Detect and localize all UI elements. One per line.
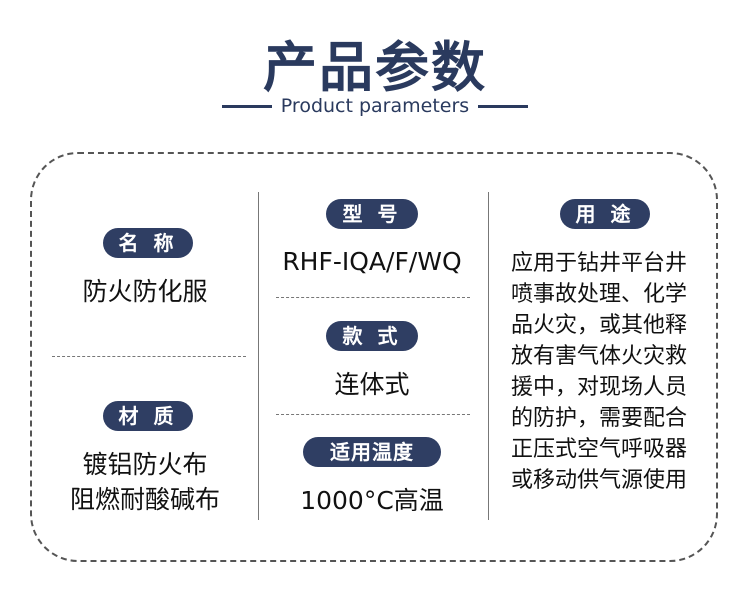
column-divider-right — [488, 192, 489, 520]
page-title: 产品参数 — [263, 36, 487, 99]
model-value: RHF-IQA/F/WQ — [282, 247, 462, 276]
usage-line: 喷事故处理、化学 — [511, 282, 688, 307]
style-label: 款 式 — [326, 321, 418, 351]
usage-line: 应用于钻井平台井 — [511, 251, 688, 276]
usage-line: 正压式空气呼吸器 — [511, 437, 688, 462]
name-material-separator — [52, 356, 246, 357]
column-divider-left — [258, 192, 259, 520]
usage-line: 品火灾，或其他释 — [511, 313, 688, 338]
usage-line: 援中，对现场人员 — [511, 375, 688, 400]
usage-line: 的防护，需要配合 — [511, 406, 688, 431]
material-label: 材 质 — [103, 401, 193, 431]
model-style-separator — [276, 297, 470, 298]
material-value-line2: 阻燃耐酸碱布 — [69, 485, 220, 514]
name-label: 名 称 — [103, 228, 193, 258]
subtitle-right-rule — [478, 105, 528, 108]
subtitle-left-rule — [222, 105, 272, 108]
page-subtitle: Product parameters — [280, 95, 470, 117]
material-value-line1: 镀铝防火布 — [82, 450, 208, 479]
model-label: 型 号 — [326, 199, 418, 229]
usage-line: 或移动供气源使用 — [511, 468, 688, 493]
parameters-card — [30, 152, 718, 562]
style-value: 连体式 — [334, 370, 410, 399]
name-value: 防火防化服 — [82, 277, 208, 306]
usage-description: 应用于钻井平台井 喷事故处理、化学 品火灾，或其他释 放有害气体火灾救 援中，对… — [511, 248, 711, 496]
style-temperature-separator — [276, 414, 470, 415]
usage-line: 放有害气体火灾救 — [511, 344, 688, 369]
temperature-value: 1000°C高温 — [300, 486, 444, 515]
temperature-label: 适用温度 — [303, 437, 441, 467]
usage-label: 用 途 — [560, 199, 650, 229]
subtitle-row: Product parameters — [0, 94, 750, 118]
